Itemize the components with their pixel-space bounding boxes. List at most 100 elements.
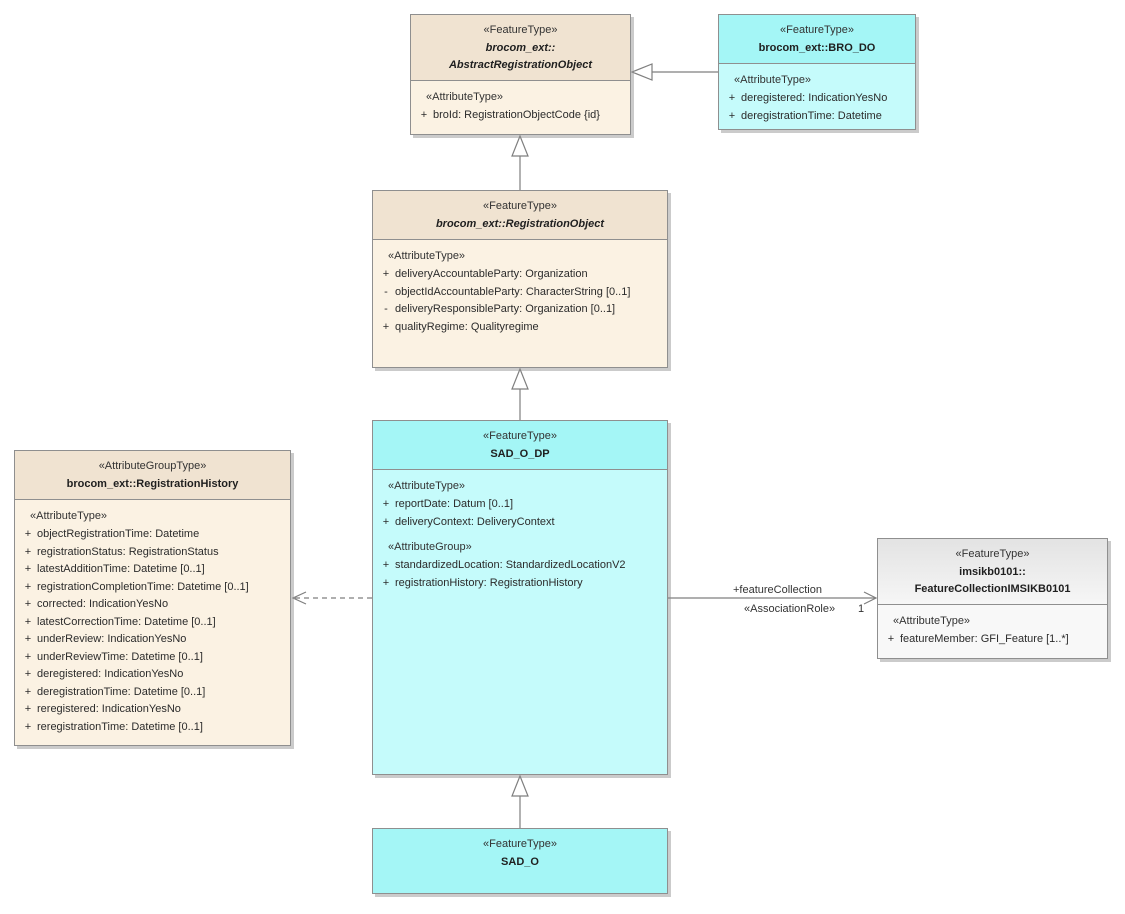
attribute-row: + deregistrationTime: Datetime — [723, 108, 911, 126]
class-name: brocom_ext::RegistrationObject — [377, 216, 663, 233]
class-header: «AttributeGroupType» brocom_ext::Registr… — [15, 451, 290, 499]
attribute-text: underReviewTime: Datetime [0..1] — [37, 650, 203, 663]
attribute-row: + featureMember: GFI_Feature [1..*] — [882, 631, 1103, 649]
stereotype-label: «FeatureType» — [483, 24, 558, 36]
stereotype-label: «AttributeGroupType» — [98, 460, 207, 472]
association-stereotype-label: «AssociationRole» — [744, 603, 836, 615]
class-name-line: brocom_ext::RegistrationObject — [435, 218, 605, 230]
attribute-row: + deregistered: IndicationYesNo — [19, 666, 286, 684]
visibility-symbol: + — [24, 685, 32, 698]
association-sad-o-dp-to-feature-collection — [668, 591, 878, 605]
visibility-symbol: + — [382, 498, 390, 510]
class-box-abstract-registration-object[interactable]: «FeatureType» brocom_ext:: AbstractRegis… — [410, 14, 631, 135]
class-box-bro-do[interactable]: «FeatureType» brocom_ext::BRO_DO «Attrib… — [718, 14, 916, 130]
attribute-row: + standardizedLocation: StandardizedLoca… — [377, 557, 663, 575]
attribute-text: broId: RegistrationObjectCode {id} — [433, 109, 600, 121]
attribute-row: + objectRegistrationTime: Datetime — [19, 526, 286, 544]
attribute-row: + deliveryAccountableParty: Organization — [377, 266, 663, 284]
class-header: «FeatureType» imsikb0101:: FeatureCollec… — [878, 539, 1107, 604]
attribute-text: registrationStatus: RegistrationStatus — [37, 545, 219, 558]
stereotype-label: «FeatureType» — [955, 548, 1030, 560]
attributes-compartment: «AttributeType» + objectRegistrationTime… — [15, 499, 290, 745]
attribute-text: underReview: IndicationYesNo — [37, 633, 187, 645]
attribute-row: + reportDate: Datum [0..1] — [377, 496, 663, 514]
class-name-line: AbstractRegistrationObject — [448, 59, 593, 71]
attribute-group-box-registration-history[interactable]: «AttributeGroupType» brocom_ext::Registr… — [14, 450, 291, 746]
stereotype-label: «FeatureType» — [483, 200, 557, 212]
attribute-text: registrationCompletionTime: Datetime [0.… — [37, 580, 249, 593]
class-box-feature-collection-imsikb0101[interactable]: «FeatureType» imsikb0101:: FeatureCollec… — [877, 538, 1108, 659]
attribute-text: deregistrationTime: Datetime [0..1] — [37, 685, 206, 698]
class-name-line: SAD_O — [501, 856, 539, 868]
attribute-row: + deregistered: IndicationYesNo — [723, 90, 911, 108]
section-stereotype: «AttributeType» — [30, 510, 108, 522]
attribute-text: deregistered: IndicationYesNo — [741, 92, 888, 104]
attributes-compartment: «AttributeType» + broId: RegistrationObj… — [411, 80, 630, 134]
attribute-row: + latestCorrectionTime: Datetime [0..1] — [19, 614, 286, 632]
class-name: SAD_O_DP — [377, 446, 663, 463]
association-role-label: +featureCollection — [733, 584, 822, 596]
attribute-row: + broId: RegistrationObjectCode {id} — [415, 107, 626, 125]
visibility-symbol: + — [24, 720, 32, 733]
visibility-symbol: + — [24, 528, 32, 540]
attribute-list: + reportDate: Datum [0..1] + deliveryCon… — [377, 496, 663, 531]
attribute-text: qualityRegime: Qualityregime — [395, 320, 539, 333]
visibility-symbol: + — [24, 703, 32, 715]
visibility-symbol: + — [24, 598, 32, 610]
attribute-text: latestAdditionTime: Datetime [0..1] — [37, 563, 205, 575]
attribute-row: + latestAdditionTime: Datetime [0..1] — [19, 561, 286, 579]
attribute-row: + registrationStatus: RegistrationStatus — [19, 544, 286, 562]
association-target-multiplicity: 1 — [858, 603, 865, 615]
class-name: brocom_ext:: AbstractRegistrationObject — [415, 40, 626, 74]
class-box-sad-o-dp[interactable]: «FeatureType» SAD_O_DP «AttributeType» +… — [372, 420, 668, 775]
attribute-list: + standardizedLocation: StandardizedLoca… — [377, 557, 663, 592]
attribute-text: deliveryContext: DeliveryContext — [395, 515, 555, 528]
class-name: brocom_ext::RegistrationHistory — [19, 476, 286, 493]
visibility-symbol: + — [24, 615, 32, 628]
class-box-sad-o[interactable]: «FeatureType» SAD_O — [372, 828, 668, 894]
attribute-text: reregistrationTime: Datetime [0..1] — [37, 720, 203, 733]
class-name-line: brocom_ext:: — [485, 42, 556, 54]
visibility-symbol: + — [382, 576, 390, 589]
visibility-symbol: - — [384, 285, 388, 298]
attribute-row: + underReviewTime: Datetime [0..1] — [19, 649, 286, 667]
class-box-registration-object[interactable]: «FeatureType» brocom_ext::RegistrationOb… — [372, 190, 668, 368]
attribute-list: + featureMember: GFI_Feature [1..*] — [882, 631, 1103, 649]
attribute-row: - deliveryResponsibleParty: Organization… — [377, 301, 663, 319]
class-name-line: brocom_ext::RegistrationHistory — [66, 478, 239, 490]
visibility-symbol: + — [382, 268, 390, 280]
generalization-sad-o-dp-to-registration-object — [511, 367, 529, 420]
visibility-symbol: + — [382, 559, 390, 571]
attribute-row: + reregistrationTime: Datetime [0..1] — [19, 719, 286, 737]
attribute-row: + registrationHistory: RegistrationHisto… — [377, 575, 663, 593]
attribute-text: deliveryAccountableParty: Organization — [395, 268, 588, 280]
class-header: «FeatureType» brocom_ext::RegistrationOb… — [373, 191, 667, 239]
class-name: SAD_O — [377, 854, 663, 871]
visibility-symbol: + — [24, 545, 32, 558]
section-stereotype: «AttributeType» — [388, 480, 466, 492]
generalization-sad-o-to-sad-o-dp — [511, 774, 529, 828]
stereotype-label: «FeatureType» — [483, 430, 557, 442]
attribute-text: latestCorrectionTime: Datetime [0..1] — [37, 615, 216, 628]
attribute-text: standardizedLocation: StandardizedLocati… — [395, 559, 626, 571]
attribute-text: featureMember: GFI_Feature [1..*] — [900, 633, 1069, 645]
class-name-line: FeatureCollectionIMSIKB0101 — [914, 583, 1071, 595]
attribute-text: reregistered: IndicationYesNo — [37, 703, 181, 715]
attribute-text: deliveryResponsibleParty: Organization [… — [395, 303, 616, 315]
class-header: «FeatureType» brocom_ext:: AbstractRegis… — [411, 15, 630, 80]
attributes-compartment: «AttributeType» + deliveryAccountablePar… — [373, 239, 667, 367]
attribute-list: + objectRegistrationTime: Datetime + reg… — [19, 526, 286, 736]
attribute-list: + deliveryAccountableParty: Organization… — [377, 266, 663, 336]
section-stereotype: «AttributeType» — [734, 74, 812, 86]
section-stereotype: «AttributeType» — [388, 250, 466, 262]
class-name-line: brocom_ext::BRO_DO — [758, 42, 876, 54]
attribute-text: corrected: IndicationYesNo — [37, 598, 169, 610]
visibility-symbol: - — [384, 303, 388, 315]
class-name-line: imsikb0101:: — [959, 566, 1026, 578]
visibility-symbol: + — [887, 633, 895, 645]
generalization-registration-object-to-abstract — [511, 134, 529, 190]
attributes-compartment: «AttributeType» + deregistered: Indicati… — [719, 63, 915, 129]
class-header: «FeatureType» SAD_O — [373, 829, 667, 877]
